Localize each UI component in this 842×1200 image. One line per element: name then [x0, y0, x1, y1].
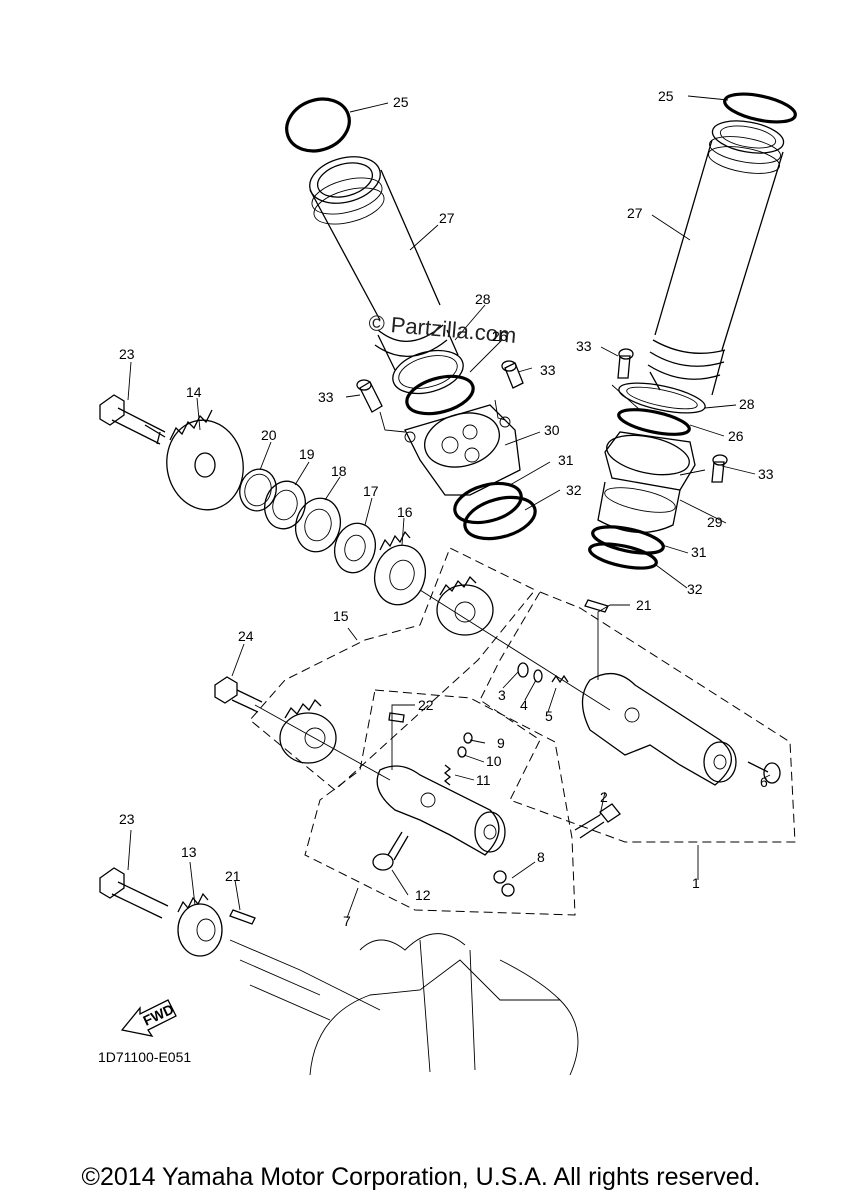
callout-27-left: 27 [439, 210, 455, 226]
left-ring-28 [392, 349, 464, 395]
left-o-ring-32 [463, 495, 537, 541]
spring-5 [551, 674, 569, 684]
callout-labels: 1 2 3 4 5 6 7 8 9 10 11 12 13 14 15 16 1… [119, 88, 774, 929]
callout-31-left: 31 [558, 452, 574, 468]
right-tube-27 [647, 120, 785, 396]
bolt-12 [372, 831, 409, 871]
callout-33-right-a: 33 [576, 338, 592, 354]
callout-18: 18 [331, 463, 347, 479]
callout-3: 3 [498, 687, 506, 703]
callout-26-left: 26 [492, 328, 508, 344]
callout-20: 20 [261, 427, 277, 443]
washer-18 [294, 497, 342, 553]
callout-15: 15 [333, 608, 349, 624]
engine-case-outline [229, 933, 579, 1076]
gear-15-lower [279, 698, 337, 764]
callout-29: 29 [707, 514, 723, 530]
plate-17 [333, 522, 377, 574]
group-15-boundary [249, 547, 536, 791]
circlip-20 [239, 468, 277, 512]
callout-28-right: 28 [739, 396, 755, 412]
callout-14: 14 [186, 384, 202, 400]
pin-9 [463, 732, 473, 744]
callout-30: 30 [544, 422, 560, 438]
pin-3 [517, 662, 529, 678]
callout-32-right: 32 [687, 581, 703, 597]
group-1-boundary [479, 591, 796, 843]
callout-16: 16 [397, 504, 413, 520]
bolt-23-upper [99, 394, 166, 445]
right-o-ring-32 [588, 542, 658, 570]
right-o-ring-26 [617, 408, 691, 436]
shaft-axis-line [254, 589, 611, 781]
callout-22: 22 [418, 697, 434, 713]
left-bolt-33a [356, 379, 383, 413]
screw-6 [747, 761, 781, 784]
left-o-ring-26 [405, 374, 475, 416]
callout-11: 11 [476, 772, 491, 788]
shaft-1 [581, 673, 737, 786]
callout-25-left: 25 [393, 94, 409, 110]
callout-10: 10 [486, 753, 502, 769]
bolt-24 [214, 676, 263, 713]
key-22 [388, 712, 405, 723]
right-ring-28 [618, 382, 706, 414]
callout-23-upper: 23 [119, 346, 135, 362]
washer-4 [533, 669, 543, 683]
right-bolt-33a [617, 348, 634, 379]
callout-27-right: 27 [627, 205, 643, 221]
callout-1: 1 [692, 875, 700, 891]
left-tube-27 [309, 156, 459, 371]
key-21-lower [229, 909, 256, 925]
callout-17: 17 [363, 483, 379, 499]
bolt-2 [574, 803, 621, 839]
bolt-23-lower [99, 867, 169, 919]
shaft-7 [376, 765, 506, 856]
fwd-arrow-icon: FWD [120, 999, 177, 1037]
drawing-number: 1D71100-E051 [98, 1049, 191, 1065]
leader-lines [127, 95, 771, 919]
callout-19: 19 [299, 446, 315, 462]
callout-13: 13 [181, 844, 197, 860]
right-o-ring-25 [723, 92, 797, 124]
gear-14 [166, 409, 244, 511]
right-o-ring-31 [591, 525, 665, 555]
washer-10 [457, 746, 467, 758]
callout-5: 5 [545, 708, 553, 724]
gear-16 [373, 530, 427, 606]
callout-24: 24 [238, 628, 254, 644]
right-bolt-33b [711, 454, 728, 483]
callout-8: 8 [537, 849, 545, 865]
callout-23-lower: 23 [119, 811, 135, 827]
callout-21-upper: 21 [636, 597, 652, 613]
left-bolt-33b [501, 360, 524, 389]
left-o-ring-25 [285, 97, 351, 153]
key-21-upper [584, 599, 609, 613]
callout-33-left-a: 33 [318, 389, 334, 405]
left-o-ring-31 [453, 481, 523, 525]
callout-12: 12 [415, 887, 431, 903]
gear-13 [177, 892, 223, 957]
spring-11 [443, 764, 452, 786]
callout-32-left: 32 [566, 482, 582, 498]
callout-31-right: 31 [691, 544, 707, 560]
callout-9: 9 [497, 735, 505, 751]
washer-19 [264, 480, 306, 530]
callout-2: 2 [600, 789, 608, 805]
group-7-boundary [304, 689, 576, 916]
callout-4: 4 [520, 697, 528, 713]
screw-8 [493, 870, 515, 897]
left-housing-30 [404, 404, 521, 496]
callout-28-left: 28 [475, 291, 491, 307]
callout-25-right: 25 [658, 88, 674, 104]
callout-26-right: 26 [728, 428, 744, 444]
callout-7: 7 [343, 913, 351, 929]
callout-33-left-b: 33 [540, 362, 556, 378]
callout-6: 6 [760, 774, 768, 790]
right-housing-29 [597, 431, 696, 534]
copyright-notice: ©2014 Yamaha Motor Corporation, U.S.A. A… [81, 1163, 761, 1191]
callout-33-right-b: 33 [758, 466, 774, 482]
callout-21-lower: 21 [225, 868, 241, 884]
